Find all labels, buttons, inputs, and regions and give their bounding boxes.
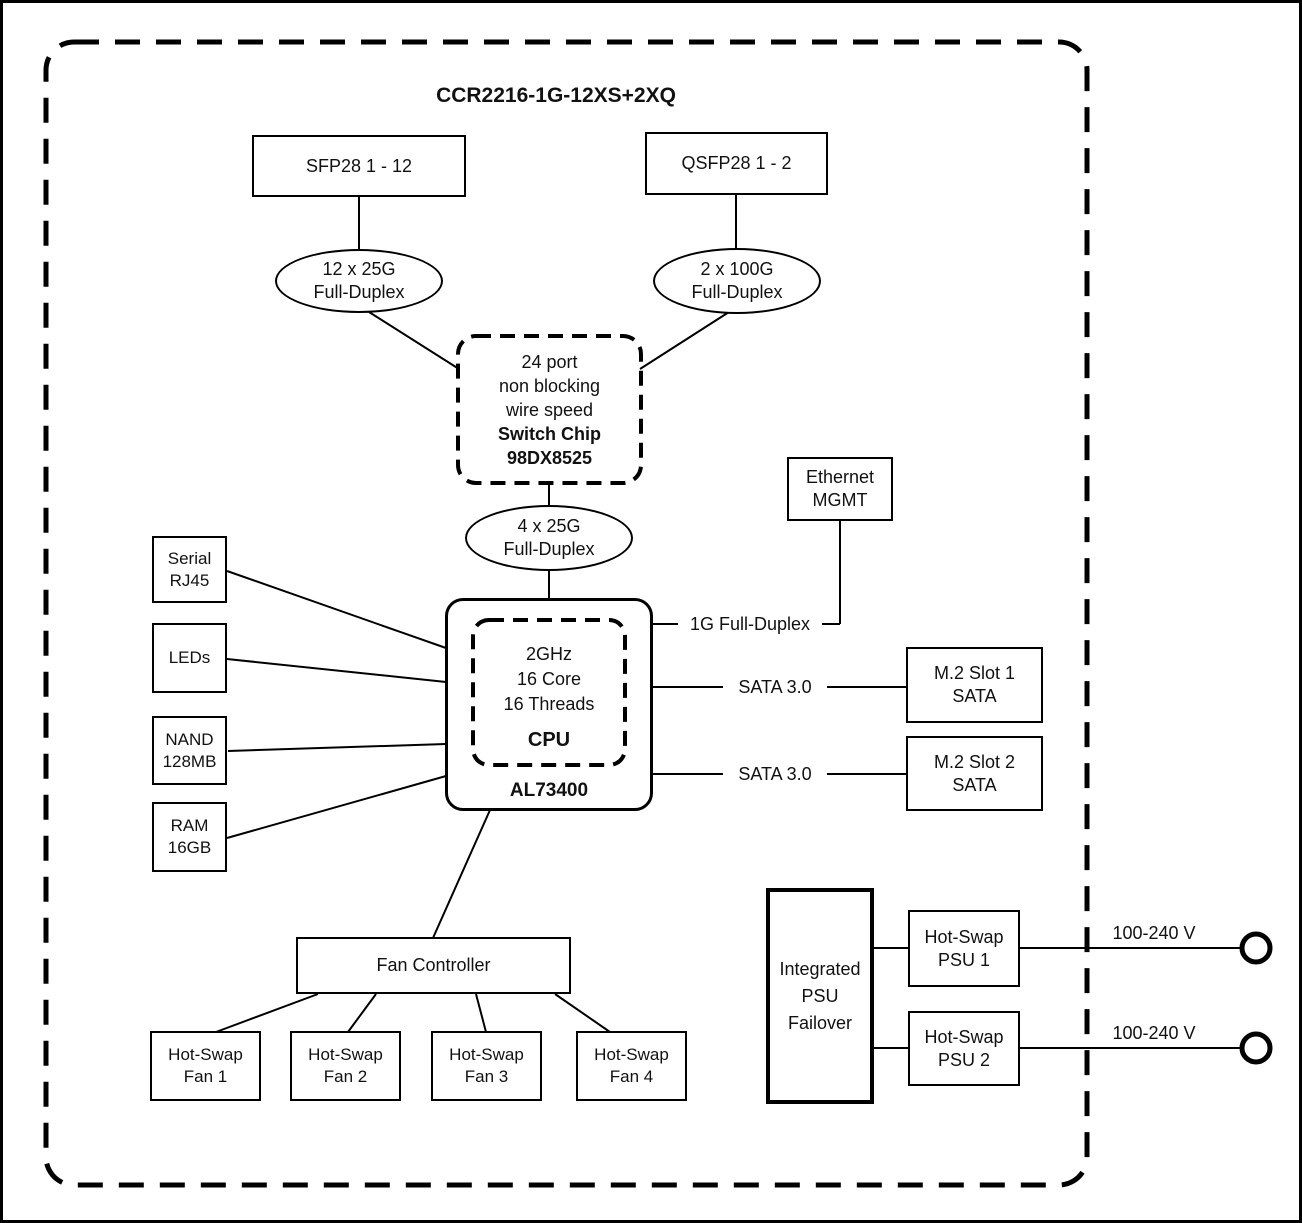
psu-failover-line2: PSU: [801, 985, 839, 1006]
connector-fc-to-fan1: [215, 993, 319, 1033]
sfp28-ports-box: SFP28 1 - 12: [252, 135, 466, 197]
psu1-box: Hot-Swap PSU 1: [908, 910, 1020, 987]
fan3-line1: Hot-Swap: [449, 1045, 524, 1064]
psu1-line2: PSU 1: [937, 949, 991, 970]
switch-cpu-link-rate: 4 x 25G: [517, 516, 581, 536]
connector-sfp-link-to-switch: [368, 311, 460, 370]
qsfp-link-ellipse: 2 x 100G Full-Duplex: [653, 248, 821, 314]
voltage1-label: 100-240 V: [1112, 923, 1196, 943]
nand-line1: NAND: [165, 729, 214, 749]
connector-qsfp-link-to-switch: [639, 311, 730, 370]
leds-label: LEDs: [168, 648, 211, 667]
connector-serial-to-cpu: [226, 570, 447, 649]
sata2-label: SATA 3.0: [723, 761, 827, 787]
fan3-line2: Fan 3: [464, 1067, 509, 1086]
psu2-line1: Hot-Swap: [924, 1026, 1004, 1047]
connector-fc-to-fan2: [347, 993, 377, 1033]
fan2-line1: Hot-Swap: [308, 1045, 383, 1064]
qsfp-link-duplex: Full-Duplex: [691, 282, 783, 302]
ethernet-mgmt-line1: Ethernet: [805, 467, 875, 487]
sata1-label: SATA 3.0: [723, 674, 827, 700]
m2-slot1-line1: M.2 Slot 1: [933, 663, 1016, 683]
fan4-line1: Hot-Swap: [594, 1045, 669, 1064]
fan1-line2: Fan 1: [183, 1067, 228, 1086]
connector-ram-to-cpu: [226, 775, 447, 839]
switch-chip-model: 98DX8525: [506, 447, 593, 468]
ram-box: RAM 16GB: [152, 802, 227, 872]
serial-line2: RJ45: [169, 570, 210, 590]
connector-fc-to-fan4: [554, 993, 611, 1033]
cpu-clock: 2GHz: [525, 644, 572, 664]
m2-slot1-box: M.2 Slot 1 SATA: [906, 647, 1043, 723]
ram-line1: RAM: [170, 816, 209, 835]
m2-slot2-box: M.2 Slot 2 SATA: [906, 736, 1043, 811]
psu-failover-line3: Failover: [787, 1012, 853, 1033]
serial-box: Serial RJ45: [152, 536, 227, 603]
switch-chip-wirespeed: wire speed: [505, 399, 594, 420]
psu1-line1: Hot-Swap: [924, 926, 1004, 947]
connector-cpu-to-fan-controller: [432, 809, 491, 939]
sfp-link-duplex: Full-Duplex: [313, 282, 405, 302]
sfp28-ports-label: SFP28 1 - 12: [305, 155, 413, 176]
fan2-box: Hot-Swap Fan 2: [290, 1031, 401, 1101]
switch-cpu-link-ellipse: 4 x 25G Full-Duplex: [465, 505, 633, 571]
connector-nand-to-cpu: [227, 743, 447, 752]
switch-chip-text: 24 port non blocking wire speed Switch C…: [458, 336, 641, 483]
diagram-title: CCR2216-1G-12XS+2XQ: [436, 84, 676, 107]
cpu-specs: 2GHz 16 Core 16 Threads: [448, 642, 650, 717]
leds-box: LEDs: [152, 623, 227, 693]
psu-failover-box: Integrated PSU Failover: [766, 888, 874, 1104]
ethernet-mgmt-box: Ethernet MGMT: [787, 457, 893, 521]
sfp-link-ellipse: 12 x 25G Full-Duplex: [275, 249, 443, 313]
ethernet-mgmt-line2: MGMT: [812, 490, 868, 510]
psu-failover-line1: Integrated: [779, 958, 861, 979]
serial-line1: Serial: [167, 548, 212, 568]
psu2-line2: PSU 2: [937, 1049, 991, 1070]
switch-cpu-link-duplex: Full-Duplex: [503, 539, 595, 559]
qsfp-link-rate: 2 x 100G: [700, 259, 774, 279]
fan1-box: Hot-Swap Fan 1: [150, 1031, 261, 1101]
psu2-box: Hot-Swap PSU 2: [908, 1011, 1020, 1086]
m2-slot2-line1: M.2 Slot 2: [933, 751, 1016, 772]
fan-controller-label: Fan Controller: [376, 955, 491, 975]
fan3-box: Hot-Swap Fan 3: [431, 1031, 542, 1101]
fan4-box: Hot-Swap Fan 4: [576, 1031, 687, 1101]
fan-controller-box: Fan Controller: [296, 937, 571, 994]
qsfp28-ports-box: QSFP28 1 - 2: [645, 132, 828, 195]
voltage2-label: 100-240 V: [1112, 1023, 1196, 1043]
connector-fc-to-fan3: [475, 993, 487, 1033]
fan2-line2: Fan 2: [323, 1067, 368, 1086]
switch-chip-ports: 24 port: [521, 351, 578, 372]
cpu-box: 2GHz 16 Core 16 Threads CPU AL73400: [445, 598, 653, 811]
power-inlet-1-icon: [1239, 931, 1273, 965]
m2-slot1-line2: SATA: [952, 686, 997, 706]
cpu-name: CPU: [527, 729, 571, 751]
cpu-cores: 16 Core: [516, 669, 582, 689]
switch-chip-name: Switch Chip: [498, 423, 601, 444]
qsfp28-ports-label: QSFP28 1 - 2: [681, 153, 792, 173]
mgmt-link-label: 1G Full-Duplex: [678, 611, 822, 637]
nand-line2: 128MB: [162, 751, 217, 771]
fan1-line1: Hot-Swap: [168, 1045, 243, 1064]
fan4-line2: Fan 4: [609, 1067, 654, 1086]
ram-line2: 16GB: [167, 838, 212, 857]
cpu-threads: 16 Threads: [503, 694, 595, 714]
switch-chip-nonblocking: non blocking: [498, 375, 601, 396]
m2-slot2-line2: SATA: [952, 774, 997, 795]
power-inlet-2-icon: [1239, 1031, 1273, 1065]
chassis-dashed-boundary: [43, 39, 1090, 1188]
connector-leds-to-cpu: [226, 658, 447, 683]
cpu-model: AL73400: [509, 780, 589, 801]
nand-box: NAND 128MB: [152, 716, 227, 785]
sfp-link-rate: 12 x 25G: [322, 259, 396, 279]
